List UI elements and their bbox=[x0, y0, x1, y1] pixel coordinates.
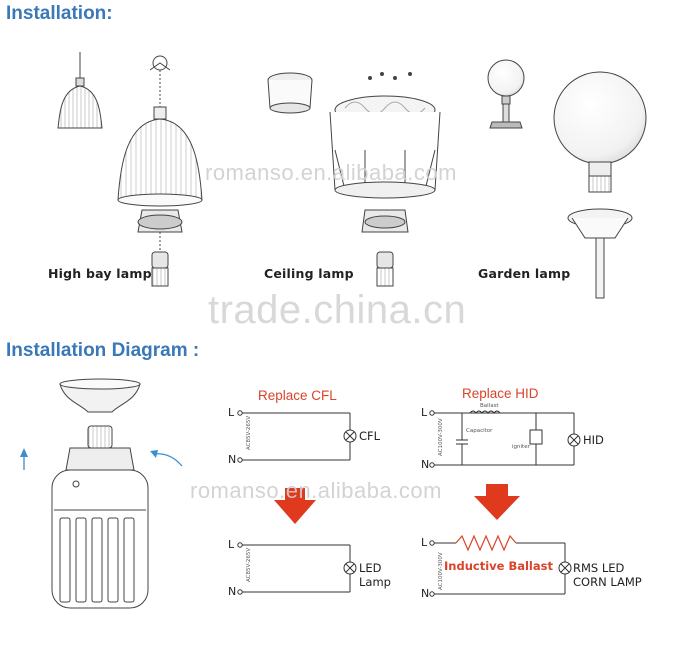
cfl-voltage: AC85V-265V bbox=[246, 415, 252, 450]
installation-diagram-heading: Installation Diagram : bbox=[6, 340, 200, 361]
cfl-n-terminal: N bbox=[228, 453, 237, 466]
install-direction-arrows bbox=[20, 448, 183, 470]
garden-lamp-large bbox=[553, 71, 647, 299]
cfl-l-terminal: L bbox=[228, 406, 235, 419]
hid-ballast-label: Ballast bbox=[480, 403, 499, 409]
rms-l-terminal: L bbox=[421, 536, 428, 549]
rms-load-label-1: RMS LED bbox=[573, 561, 625, 575]
ceiling-lamp-small bbox=[267, 72, 313, 114]
led-circuit bbox=[237, 542, 357, 595]
hid-capacitor-label: Capacitor bbox=[466, 428, 493, 434]
watermark-site-bottom: romanso.en.alibaba.com bbox=[190, 478, 442, 503]
rms-n-terminal: N bbox=[421, 587, 430, 600]
cfl-load-label: CFL bbox=[359, 429, 381, 443]
led-voltage: AC85V-265V bbox=[246, 547, 252, 582]
hid-n-terminal: N bbox=[421, 458, 430, 471]
led-l-terminal: L bbox=[228, 538, 235, 551]
led-n-terminal: N bbox=[228, 585, 237, 598]
cfl-title: Replace CFL bbox=[258, 388, 337, 403]
replace-arrows bbox=[274, 484, 520, 524]
high-bay-lamp-small bbox=[57, 52, 103, 129]
watermark-site-top: romanso.en.alibaba.com bbox=[205, 160, 457, 185]
rms-load-label-2: CORN LAMP bbox=[573, 575, 642, 589]
hid-circuit bbox=[429, 410, 581, 468]
lamp-label-garden: Garden lamp bbox=[478, 266, 571, 281]
hid-load-label: HID bbox=[583, 433, 604, 447]
watermark-trade: trade.china.cn bbox=[208, 288, 467, 332]
garden-lamp-small bbox=[487, 59, 525, 129]
hid-title: Replace HID bbox=[462, 386, 539, 401]
led-load-label-2: Lamp bbox=[359, 575, 391, 589]
led-load-label-1: LED bbox=[359, 561, 382, 575]
ceiling-lamp-large bbox=[329, 72, 441, 287]
cfl-circuit bbox=[237, 410, 357, 463]
high-bay-lamp-large bbox=[117, 55, 203, 287]
lamp-label-high-bay: High bay lamp bbox=[48, 266, 152, 281]
rms-led-circuit bbox=[429, 534, 572, 597]
corn-lamp-illustration bbox=[51, 378, 149, 609]
hid-voltage: AC100V-300V bbox=[438, 418, 444, 456]
inductive-ballast-label: Inductive Ballast bbox=[444, 559, 553, 573]
hid-l-terminal: L bbox=[421, 406, 428, 419]
installation-heading: Installation: bbox=[6, 3, 113, 24]
lamp-label-ceiling: Ceiling lamp bbox=[264, 266, 354, 281]
hid-igniter-label: igniter bbox=[512, 444, 530, 450]
